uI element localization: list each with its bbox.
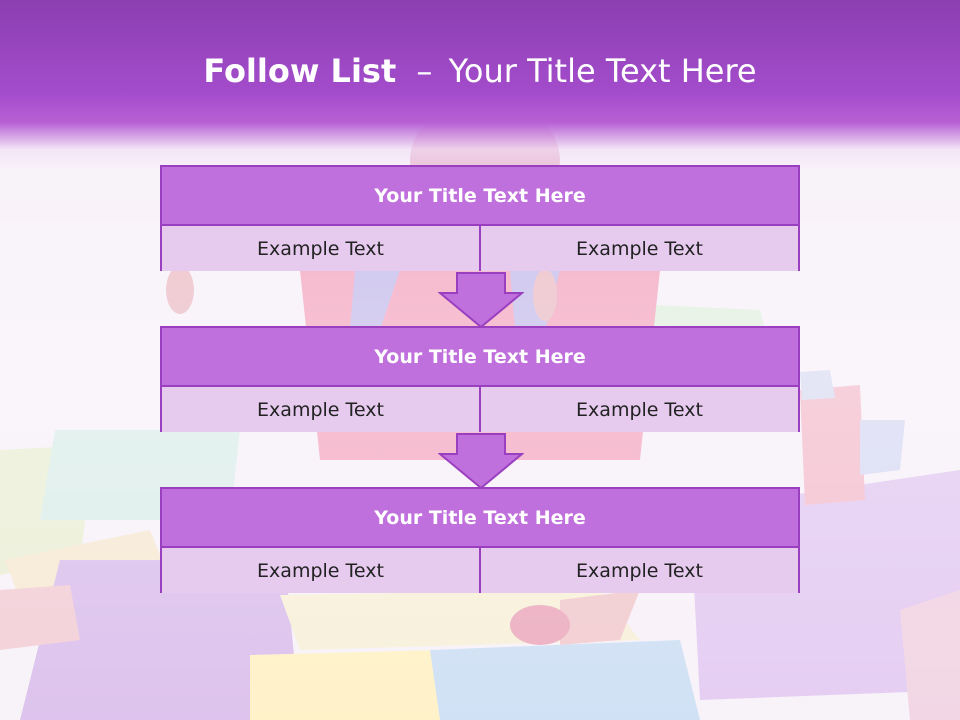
block-right-text: Example Text [479,548,798,593]
block-row: Example Text Example Text [162,548,798,593]
block-right-text: Example Text [479,226,798,271]
header-band [0,0,960,170]
page-title: Follow List – Your Title Text Here [0,52,960,90]
block-row: Example Text Example Text [162,226,798,271]
title-separator: – [416,52,433,90]
list-block-3: Your Title Text Here Example Text Exampl… [160,487,800,593]
block-title: Your Title Text Here [162,489,798,548]
block-right-text: Example Text [479,387,798,432]
down-arrow-icon [438,433,524,490]
title-rest: Your Title Text Here [448,52,757,90]
block-row: Example Text Example Text [162,387,798,432]
title-bold: Follow List [203,52,397,90]
down-arrow-icon [438,272,524,329]
block-left-text: Example Text [257,237,384,260]
list-block-1: Your Title Text Here Example Text Exampl… [160,165,800,271]
block-title: Your Title Text Here [162,328,798,387]
block-left-text: Example Text [257,559,384,582]
list-block-2: Your Title Text Here Example Text Exampl… [160,326,800,432]
block-left-text: Example Text [257,398,384,421]
block-title: Your Title Text Here [162,167,798,226]
